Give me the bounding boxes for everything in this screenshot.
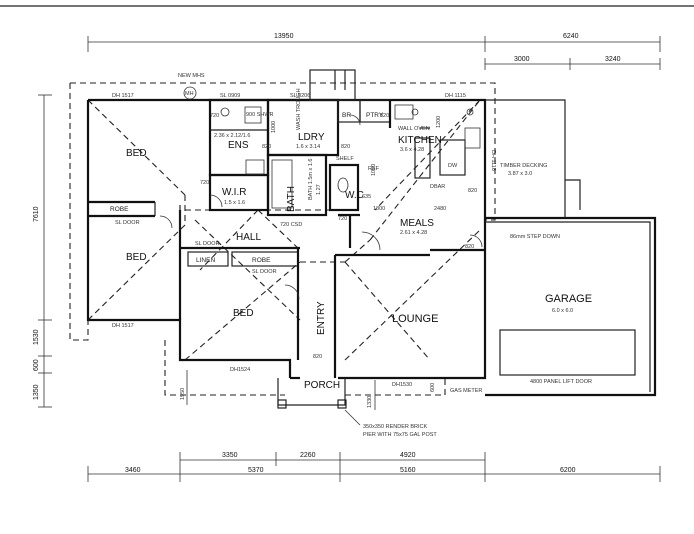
note-bath-dim: BATH 1.5m x 1.6 [308,159,314,200]
walls [86,69,657,409]
door-wir: 720 [200,180,209,186]
dim-top-right-b: 3240 [605,56,621,63]
dw-label: DW [448,163,458,169]
door-kitchen: 820 [380,113,389,119]
note-wall-oven: WALL OVEN [398,126,430,132]
garage-size: 6.0 x 6.0 [552,308,573,314]
kitchen-size: 3.6 x 4.28 [400,147,424,153]
note-sl-0909: SL 0909 [220,93,240,99]
door-wc: 720 [338,216,347,222]
dim-left-d: 1350 [33,384,40,400]
room-label-porch: PORCH [304,380,340,391]
note-dh-1118: DH 1118 [490,150,496,171]
dim-top-total: 13950 [274,33,294,40]
door-1800: 1800 [373,206,385,212]
note-hall-sl-door: SL DOOR [195,241,220,247]
dim-left-a: 7610 [33,206,40,222]
dim-bottom-2-a: 3460 [125,467,141,474]
wir-size: 1.5 x 1.6 [224,200,245,206]
door-ldry: 820 [341,144,350,150]
dim-top-right-a: 3000 [514,56,530,63]
note-dbar: DBAR [430,184,445,190]
note-dh-1517-a: DH 1517 [112,93,134,99]
room-label-bath: BATH [286,186,297,212]
robe-1-label: ROBE [110,206,129,213]
meals-size: 2.61 x 4.28 [400,230,427,236]
room-label-bed-3: BED [233,308,254,319]
dim-inner-1950: 1950 [180,388,186,400]
dim-top-right-total: 6240 [563,33,579,40]
note-new-mh: NEW MHS [178,73,205,79]
dim-bottom-2-c: 5160 [400,467,416,474]
ensuite-size: 2.36 x 2.12/1.6 [214,133,250,139]
room-label-hall: HALL [236,232,261,243]
dim-bottom-1-a: 3350 [222,452,238,459]
room-label-bed-2: BED [126,252,147,263]
room-label-entry: ENTRY [316,301,327,335]
note-sl-0206: SL 0206 [290,93,310,99]
note-dh-1530: DH1530 [392,382,412,388]
ref-label: REF [368,166,380,172]
dimension-lines: 13950 6240 3000 3240 3350 2260 4920 3460… [33,33,661,482]
door-1000: 1000 [271,121,277,133]
dim-inner-600: 600 [430,383,436,392]
dim-bottom-2-b: 5370 [248,467,264,474]
note-mh: MH [185,91,194,97]
room-label-garage: GARAGE [545,293,592,305]
note-panel-door: 4800 PANEL LIFT DOOR [530,379,592,385]
door-1050: 1050 [371,164,377,176]
note-csd: 720 CSD [280,222,302,228]
fixtures [159,86,483,300]
note-wc-dim: 1.27 [316,184,322,195]
door-shelf: 635 [362,194,371,200]
note-gas-meter: GAS METER [450,388,482,394]
note-timber-decking-size: 3.87 x 3.0 [508,171,532,177]
note-dh-1524: DH1524 [230,367,250,373]
room-label-kitchen: KITCHEN [398,135,442,146]
door-deck: 820 [465,244,474,250]
door-1200: 1200 [436,116,442,128]
shelf-label: SHELF [336,156,354,162]
room-label-meals: MEALS [400,218,434,229]
note-pier-1: 350x350 RENDER BRICK [363,424,428,430]
dim-left-b: 1530 [33,329,40,345]
door-bath: 820 [262,144,271,150]
room-label-wir: W.I.R [222,187,246,198]
room-label-bed-1: BED [126,148,147,159]
pantry-label: PTRY [366,112,384,119]
note-timber-decking: TIMBER DECKING [500,163,547,169]
roof-outline [69,82,496,396]
room-label-wc: W.C [345,190,364,201]
broom-label: BR [342,112,351,119]
door-ens: 720 [210,113,219,119]
note-robe-sl-door: SL DOOR [115,220,140,226]
door-2480: 2480 [434,206,446,212]
note-dh-1115: DH 1115 [445,93,466,99]
dim-bottom-1-b: 2260 [300,452,316,459]
room-label-lounge: LOUNGE [392,313,438,325]
room-label-laundry: LDRY [298,132,325,143]
dim-bottom-2-d: 6200 [560,467,576,474]
room-label-ensuite: ENS [228,140,249,151]
dim-inner-1330: 1330 [367,396,373,408]
note-dh-1517-b: DH 1517 [112,323,134,329]
note-pier-2: PIER WITH 75x75 GAL POST [363,432,437,438]
robe-2-label: ROBE [252,257,271,264]
linen-label: LINEN [196,257,215,264]
door-entry: 820 [313,354,322,360]
note-wash-trough: WASH TROUGH [296,88,302,130]
door-meals: 820 [468,188,477,194]
dim-left-c: 600 [33,359,40,371]
note-robe2-sl-door: SL DOOR [252,269,277,275]
laundry-size: 1.6 x 3.14 [296,144,320,150]
dim-bottom-1-c: 4920 [400,452,416,459]
note-shwr: 900 SHWR [246,112,274,118]
note-step-down: 86mm STEP DOWN [510,234,560,240]
